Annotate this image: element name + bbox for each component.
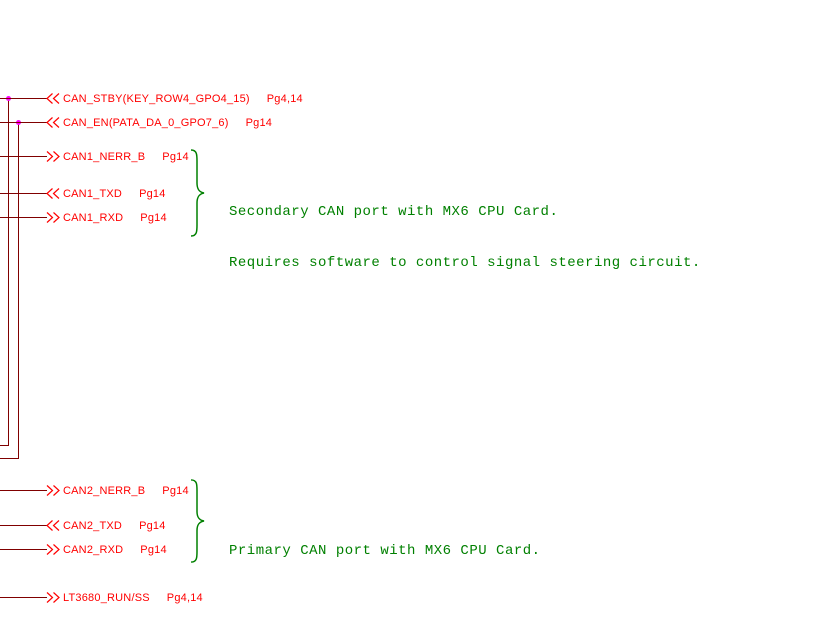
net-row-can2-txd: CAN2_TXD Pg14 bbox=[0, 519, 166, 532]
net-row-can1-nerr-b: CAN1_NERR_B Pg14 bbox=[0, 150, 189, 163]
net-row-can1-txd: CAN1_TXD Pg14 bbox=[0, 187, 166, 200]
double-chevron-left-icon bbox=[46, 188, 60, 199]
net-label: CAN1_TXD bbox=[63, 187, 123, 200]
wire bbox=[0, 549, 47, 550]
net-label: CAN_STBY(KEY_ROW4_GPO4_15) bbox=[63, 92, 250, 105]
wire bbox=[0, 597, 47, 598]
net-label: CAN1_NERR_B bbox=[63, 150, 146, 163]
net-label: CAN_EN(PATA_DA_0_GPO7_6) bbox=[63, 116, 229, 129]
net-row-can-en: CAN_EN(PATA_DA_0_GPO7_6) Pg14 bbox=[0, 116, 272, 129]
wire-corner-can-stby bbox=[0, 445, 9, 446]
annotation-secondary-can: Secondary CAN port with MX6 CPU Card. Re… bbox=[229, 170, 701, 306]
net-row-can1-rxd: CAN1_RXD Pg14 bbox=[0, 211, 167, 224]
page-reference: Pg14 bbox=[140, 543, 167, 556]
annotation-line: Secondary CAN port with MX6 CPU Card. bbox=[229, 204, 559, 220]
page-reference: Pg14 bbox=[162, 484, 189, 497]
double-chevron-right-icon bbox=[46, 592, 60, 603]
wire bbox=[0, 122, 47, 123]
group-brace-icon bbox=[190, 479, 205, 563]
page-reference: Pg14 bbox=[140, 211, 167, 224]
double-chevron-right-icon bbox=[46, 212, 60, 223]
wire bbox=[0, 156, 47, 157]
wire-vertical-can-en bbox=[18, 122, 19, 458]
net-row-can2-rxd: CAN2_RXD Pg14 bbox=[0, 543, 167, 556]
net-label: CAN2_NERR_B bbox=[63, 484, 146, 497]
double-chevron-left-icon bbox=[46, 93, 60, 104]
net-row-lt3680-run-ss: LT3680_RUN/SS Pg4,14 bbox=[0, 591, 203, 604]
page-reference: Pg14 bbox=[245, 116, 273, 129]
wire-vertical-can-stby bbox=[8, 98, 9, 445]
double-chevron-left-icon bbox=[46, 117, 60, 128]
page-reference: Pg14 bbox=[139, 187, 166, 200]
double-chevron-right-icon bbox=[46, 544, 60, 555]
page-reference: Pg4,14 bbox=[166, 591, 203, 604]
double-chevron-left-icon bbox=[46, 520, 60, 531]
page-reference: Pg4,14 bbox=[266, 92, 303, 105]
group-brace-icon bbox=[190, 149, 205, 237]
net-label: CAN1_RXD bbox=[63, 211, 124, 224]
wire bbox=[0, 217, 47, 218]
page-reference: Pg14 bbox=[162, 150, 189, 163]
net-label: CAN2_TXD bbox=[63, 519, 123, 532]
wire bbox=[0, 98, 47, 99]
net-label: LT3680_RUN/SS bbox=[63, 591, 150, 604]
annotation-primary-can: Primary CAN port with MX6 CPU Card. bbox=[229, 509, 541, 594]
annotation-line: Requires software to control signal stee… bbox=[229, 255, 701, 271]
wire bbox=[0, 490, 47, 491]
annotation-line: Primary CAN port with MX6 CPU Card. bbox=[229, 543, 541, 559]
wire bbox=[0, 193, 47, 194]
net-label: CAN2_RXD bbox=[63, 543, 124, 556]
net-row-can2-nerr-b: CAN2_NERR_B Pg14 bbox=[0, 484, 189, 497]
wire bbox=[0, 525, 47, 526]
page-reference: Pg14 bbox=[139, 519, 166, 532]
double-chevron-right-icon bbox=[46, 151, 60, 162]
wire-corner-can-en bbox=[0, 458, 19, 459]
net-row-can-stby: CAN_STBY(KEY_ROW4_GPO4_15) Pg4,14 bbox=[0, 92, 303, 105]
double-chevron-right-icon bbox=[46, 485, 60, 496]
